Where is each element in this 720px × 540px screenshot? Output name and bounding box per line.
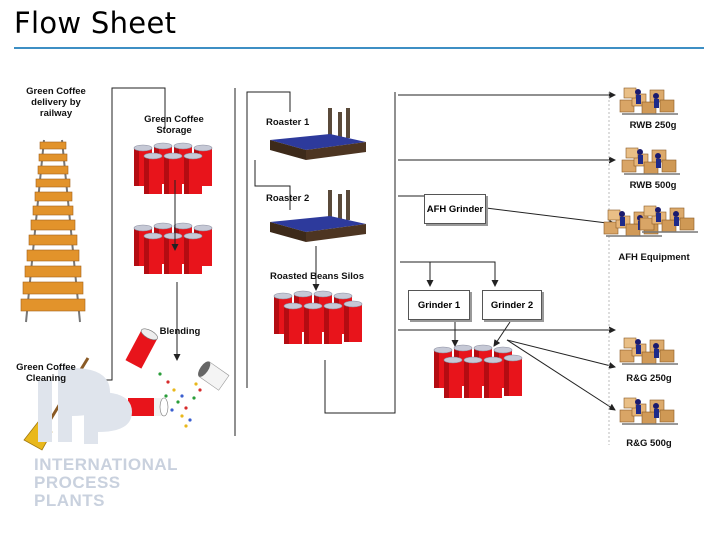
rg-500-pile-icon [619,397,679,425]
green-delivery-label: Green Coffee delivery by railway [26,86,86,119]
title-underline [14,47,704,49]
blending-label: Blending [159,326,201,337]
green-cleaning-label: Green Coffee Cleaning [16,362,76,384]
ipp-logo-icon [38,368,132,444]
roasted-beans-silos [273,290,363,345]
roaster-1-label: Roaster 1 [266,117,310,128]
grinder-2-box: Grinder 2 [482,290,542,320]
logo-line-2: PROCESS PLANTS [34,473,121,510]
roasted-silos-label: Roasted Beans Silos [270,271,364,282]
afh-grinder-box: AFH Grinder [424,194,486,224]
grinder-1-box: Grinder 1 [408,290,470,320]
rg-250-label: R&G 250g [626,373,672,384]
green-storage-label: Green Coffee Storage [144,114,204,136]
afh-grinder-label: AFH Grinder [426,203,484,215]
green-storage-silos-top [133,142,213,195]
logo-line-1: INTERNATIONAL [34,455,179,474]
blending-drums-icon [125,328,230,428]
grinder-1-label: Grinder 1 [417,299,461,311]
railway-track-icon [20,139,86,323]
green-storage-silos-bottom [133,222,213,275]
roaster-1-icon [270,108,366,160]
rwb-500-pile-icon [621,147,681,175]
grinder-2-label: Grinder 2 [490,299,534,311]
rg-250-pile-icon [619,337,679,365]
rg-500-label: R&G 500g [626,438,672,449]
roaster-2-label: Roaster 2 [266,193,310,204]
ground-coffee-silos [433,344,523,399]
rwb-250-pile-icon [619,87,679,115]
company-logo-text: INTERNATIONAL PROCESS PLANTS [34,456,184,510]
afh-equipment-pile-icon [603,205,699,237]
page-title: Flow Sheet [14,6,177,40]
afh-equipment-label: AFH Equipment [618,252,690,263]
rwb-250-label: RWB 250g [629,120,677,131]
rwb-500-label: RWB 500g [629,180,677,191]
roaster-2-icon [270,190,366,242]
